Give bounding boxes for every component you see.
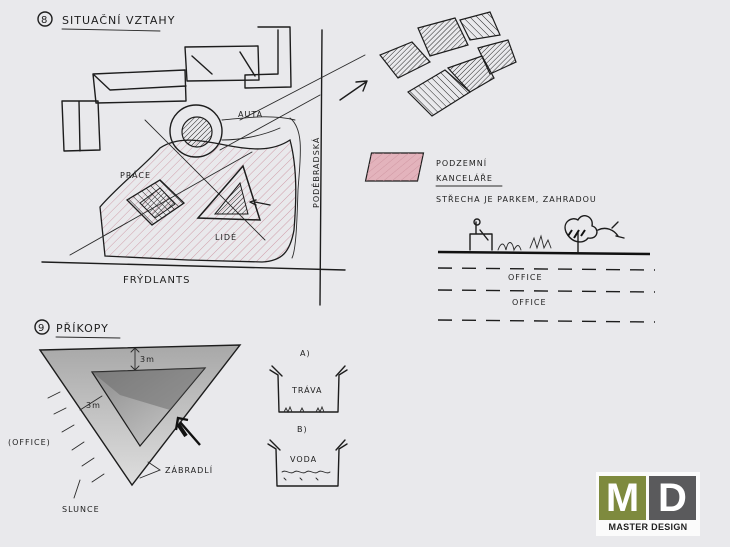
office-note: (OFFICE) [8, 438, 51, 447]
road-vertical [319, 29, 323, 306]
tree [564, 215, 625, 253]
section-8-number-circle [37, 11, 53, 27]
logo-d-block: D [649, 476, 696, 520]
section-8-number: 8 [41, 15, 48, 26]
slab-line-1 [437, 267, 656, 271]
master-design-logo: M D MASTER DESIGN [596, 472, 700, 536]
slunce-label: SLUNCE [62, 505, 100, 514]
dimension-top [130, 347, 140, 371]
guide-line-4 [219, 94, 321, 151]
dimension-top-label: 3m [140, 355, 155, 364]
voda-label: VODA [290, 455, 317, 464]
detail-b-label: B) [297, 425, 308, 434]
roof-note: STŘECHA JE PARKEM, ZAHRADOU [436, 194, 597, 204]
road-horizontal [41, 261, 346, 271]
dimension-side [79, 395, 103, 411]
label-podebradska: PODĚBRADSKÁ [310, 137, 321, 208]
roundabout-core [181, 116, 213, 148]
direction-arrow [339, 80, 368, 101]
people-atrium [196, 164, 262, 221]
building-top-middle [184, 45, 260, 82]
zabradli-label: ZÁBRADLÍ [165, 464, 213, 475]
railing-arrow [139, 461, 161, 479]
roundabout-road [221, 116, 296, 141]
legend-line-2: KANCELÁŘE [436, 172, 493, 183]
label-frydlantska: FRÝDLANTS [123, 273, 190, 286]
dimension-side-label: 3m [86, 401, 101, 410]
building-top-left [92, 69, 187, 104]
work-atrium-inner [139, 187, 176, 219]
label-prace: PRÁCE [120, 169, 151, 180]
legend-area: PODZEMNÍ KANCELÁŘE STŘECHA JE PARKEM, ZA… [364, 152, 656, 323]
perspective-sketch [379, 11, 517, 117]
legend-line-1: PODZEMNÍ [436, 157, 487, 168]
label-auta: AUTA [238, 110, 263, 119]
section-8-title-underline [61, 28, 161, 32]
office-label-1: OFFICE [508, 273, 543, 282]
detail-b-section [267, 439, 348, 487]
slab-line-2 [437, 289, 656, 293]
people-atrium-inner [213, 181, 249, 215]
section-9-number: 9 [38, 323, 45, 334]
logo-m-block: M [599, 476, 646, 520]
ground-line [437, 250, 651, 256]
road-ring [289, 117, 301, 259]
underground-offices-area [99, 138, 297, 263]
section-8-title: SITUAČNÍ VZTAHY [62, 14, 175, 27]
logo-name: MASTER DESIGN [608, 522, 688, 532]
entry-arrow [249, 199, 271, 206]
entry-arrow-trench [174, 416, 201, 446]
label-lide: LIDÉ [215, 231, 237, 242]
office-label-2: OFFICE [512, 298, 547, 307]
section-9-title: PŘÍKOPY [56, 322, 109, 335]
shrubs [497, 234, 552, 252]
sun-arrows [47, 391, 105, 483]
trava-label: TRÁVA [291, 384, 323, 395]
bench-figure [469, 218, 493, 251]
building-left [61, 100, 101, 152]
section-9-trenches: 9 PŘÍKOPY 3m 3m (OFFICE) SLUNCE ZÁBRADLÍ… [8, 319, 348, 514]
slab-line-3 [437, 319, 656, 323]
detail-a-label: A) [300, 349, 311, 358]
section-9-number-circle [34, 319, 50, 335]
building-top-right [244, 26, 292, 89]
roundabout [169, 104, 223, 158]
guide-line-3 [239, 54, 366, 121]
section-8-situation: 8 SITUAČNÍ VZTAHY AUTA PRÁCE LIDÉ [37, 11, 368, 306]
detail-a-section [269, 365, 348, 413]
